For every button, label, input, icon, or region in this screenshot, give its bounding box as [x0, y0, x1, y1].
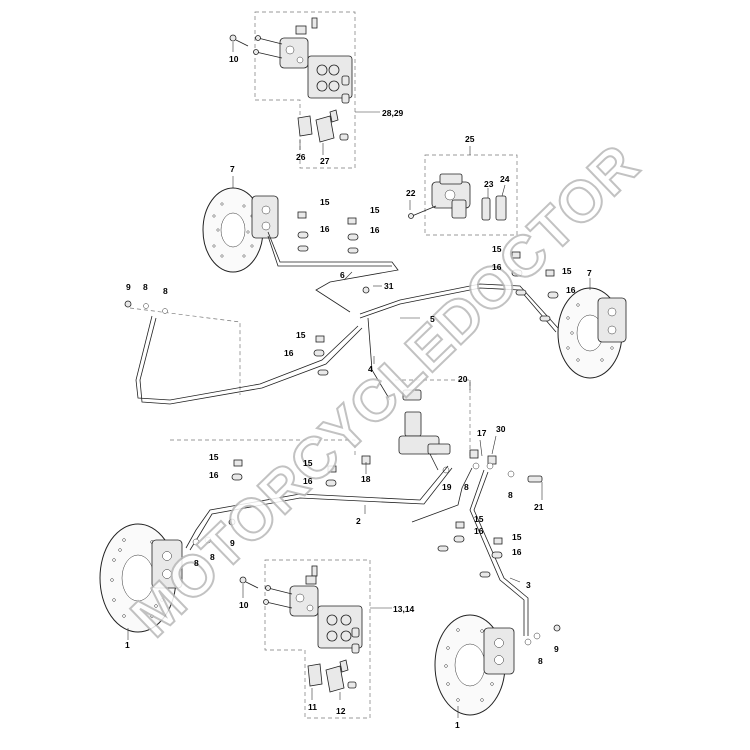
- svg-text:MOTORCYCLEDOCTOR: MOTORCYCLEDOCTOR: [119, 132, 652, 649]
- callout-8-upper-b: 8: [163, 286, 168, 296]
- callout-15-i: 15: [512, 532, 522, 542]
- callout-16-i: 16: [512, 547, 522, 557]
- brake-line-6: [267, 231, 399, 313]
- master-cylinder: [398, 389, 451, 474]
- callout-9-lower-right: 9: [554, 644, 559, 654]
- callout-23: 23: [484, 179, 494, 189]
- callout-4: 4: [368, 364, 373, 374]
- callout-16-e: 16: [284, 348, 294, 358]
- callout-13-14: 13,14: [393, 604, 415, 614]
- callout-7-right: 7: [587, 268, 592, 278]
- callout-15-a: 15: [320, 197, 330, 207]
- caliper-kit-box-bottom: [264, 559, 371, 719]
- callout-16-a: 16: [320, 224, 330, 234]
- callout-21: 21: [534, 502, 544, 512]
- callout-31: 31: [384, 281, 394, 291]
- callout-8-g: 8: [538, 656, 543, 666]
- callout-18: 18: [361, 474, 371, 484]
- callout-17: 17: [477, 428, 487, 438]
- callout-8-d: 8: [508, 490, 513, 500]
- brake-line-3: [469, 469, 529, 636]
- callout-8-c: 8: [464, 482, 469, 492]
- callout-6: 6: [340, 270, 345, 280]
- callout-1-left: 1: [125, 640, 130, 650]
- caliper-assembly-top: [229, 17, 353, 143]
- brake-line-19: [411, 467, 473, 523]
- brake-line-4: [367, 317, 391, 401]
- callout-8-f: 8: [210, 552, 215, 562]
- callout-16-h: 16: [474, 526, 484, 536]
- callout-5: 5: [430, 314, 435, 324]
- caliper-kit-box-top: [254, 11, 356, 169]
- brake-disc-lower-right: [434, 614, 515, 716]
- callout-16-d: 16: [566, 285, 576, 295]
- callout-15-b: 15: [370, 205, 380, 215]
- callout-10-top: 10: [229, 54, 239, 64]
- callout-1-right: 1: [455, 720, 460, 730]
- callout-26: 26: [296, 152, 306, 162]
- callout-15-g: 15: [303, 458, 313, 468]
- callout-28-29: 28,29: [382, 108, 404, 118]
- callout-16-b: 16: [370, 225, 380, 235]
- caliper-assembly-bottom: [239, 565, 363, 693]
- callout-8-e: 8: [194, 558, 199, 568]
- callout-27: 27: [320, 156, 330, 166]
- parking-caliper-box: [424, 154, 518, 236]
- callout-8-upper-a: 8: [143, 282, 148, 292]
- parking-caliper-assembly: [408, 173, 507, 221]
- brake-disc-upper-left: [202, 187, 279, 273]
- callout-16-f: 16: [209, 470, 219, 480]
- brake-disc-upper-right: [557, 287, 627, 379]
- leaders-top-kit: [232, 42, 380, 155]
- callout-16-c: 16: [492, 262, 502, 272]
- callout-15-f: 15: [209, 452, 219, 462]
- callout-10-bottom: 10: [239, 600, 249, 610]
- callout-7-left: 7: [230, 164, 235, 174]
- callout-3: 3: [526, 580, 531, 590]
- callout-15-c: 15: [492, 244, 502, 254]
- leader-lines: [127, 146, 591, 718]
- fittings: [124, 211, 561, 646]
- callout-9-lower-left: 9: [230, 538, 235, 548]
- callout-9-upper: 9: [126, 282, 131, 292]
- callout-20: 20: [458, 374, 468, 384]
- brake-line-5: [359, 283, 559, 333]
- callout-24: 24: [500, 174, 510, 184]
- callout-labels: 10 28,29 26 27 25 22 23 24 7 7 15 16 15 …: [125, 54, 592, 730]
- reservoir-box: [395, 379, 471, 458]
- brake-line-2: [185, 465, 453, 551]
- brake-disc-lower-left: [99, 523, 183, 633]
- callout-11: 11: [308, 702, 317, 712]
- callout-16-g: 16: [303, 476, 313, 486]
- callout-15-h: 15: [474, 514, 484, 524]
- callout-30: 30: [496, 424, 506, 434]
- callout-15-d: 15: [562, 266, 572, 276]
- brake-line-left-upper: [135, 315, 363, 405]
- callout-12: 12: [336, 706, 346, 716]
- callout-25: 25: [465, 134, 475, 144]
- callout-2: 2: [356, 516, 361, 526]
- watermark: MOTORCYCLEDOCTOR: [118, 131, 653, 650]
- callout-15-e: 15: [296, 330, 306, 340]
- callout-22: 22: [406, 188, 416, 198]
- callout-19: 19: [442, 482, 452, 492]
